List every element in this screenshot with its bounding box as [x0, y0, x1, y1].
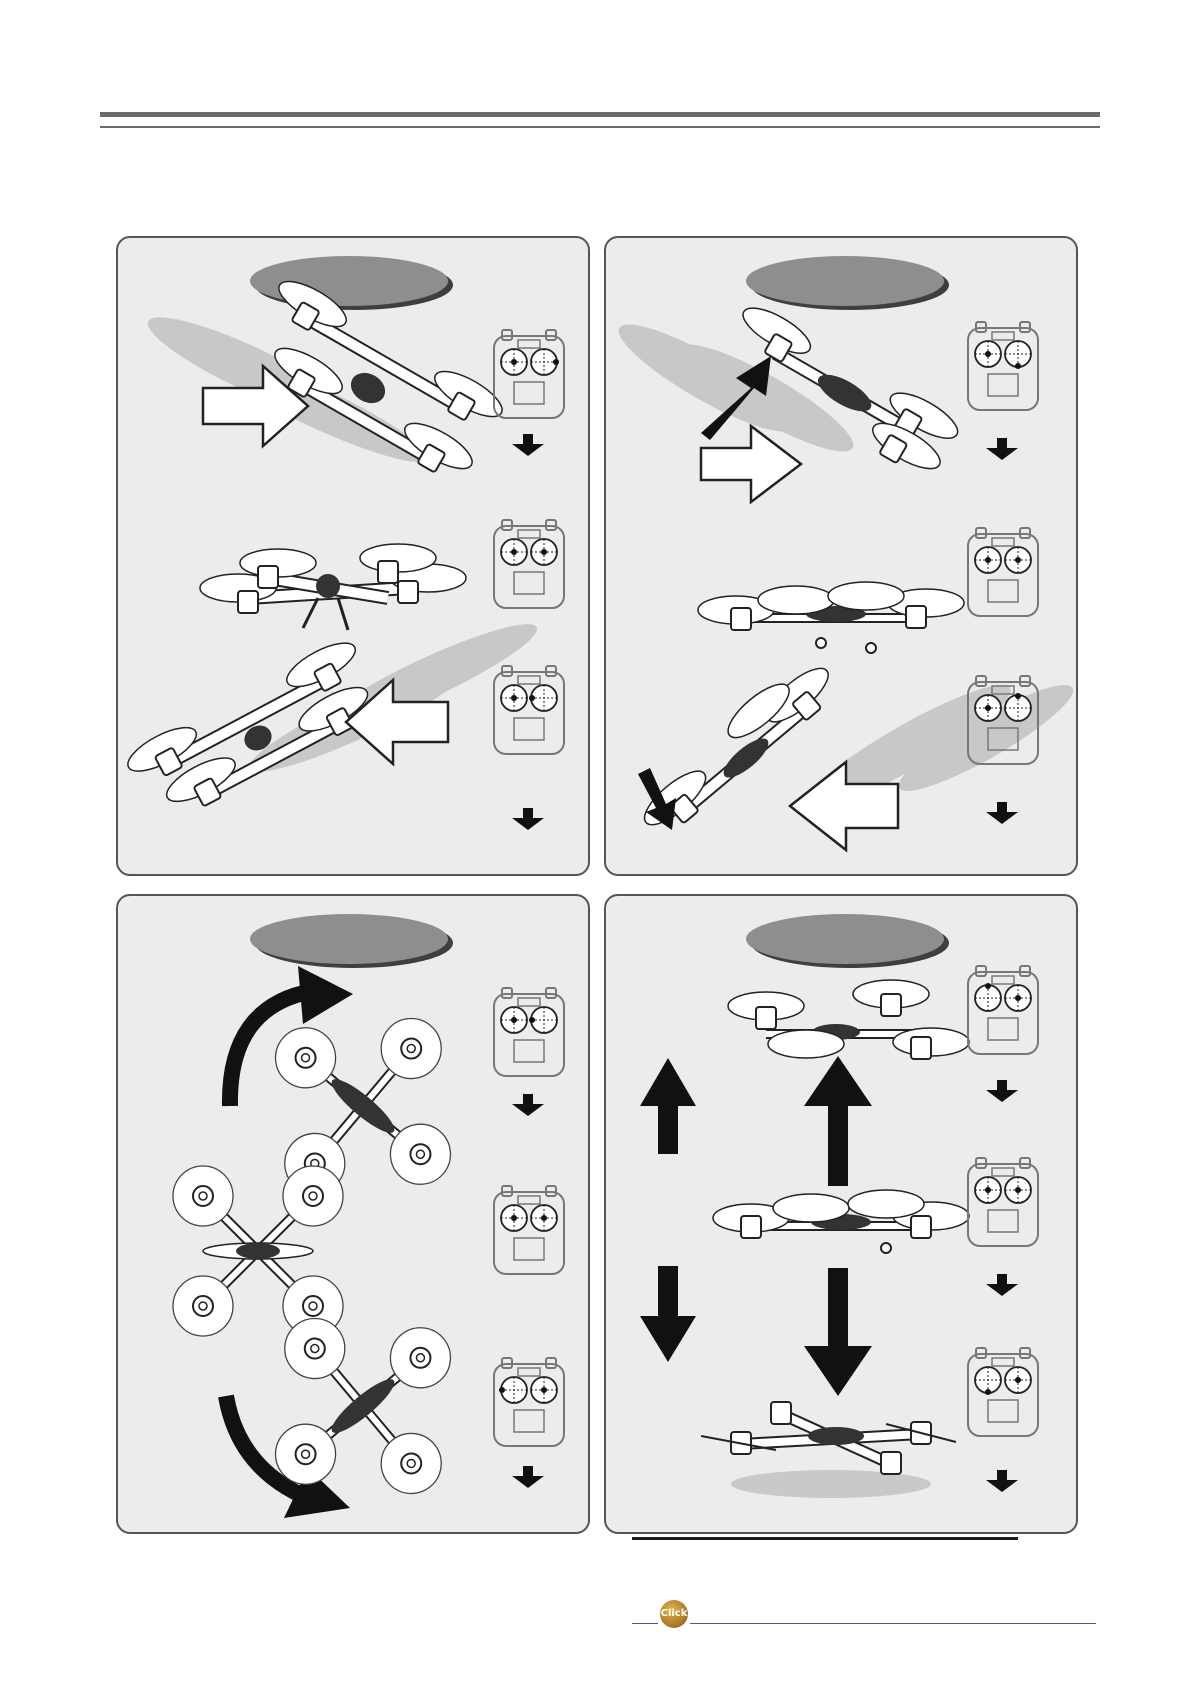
panel-4-illustration [606, 896, 1078, 1534]
step-arrow-1 [986, 438, 1018, 460]
transmitter-3 [968, 1348, 1038, 1436]
footer-rule-left [632, 1623, 658, 1624]
drone-ascend [728, 980, 969, 1059]
drone-yaw-left [215, 1258, 511, 1534]
panel-3-illustration [118, 896, 590, 1534]
panel-yaw [116, 894, 590, 1534]
transmitter-1 [968, 322, 1038, 410]
transmitter-2 [494, 1186, 564, 1274]
transmitter-2 [968, 1158, 1038, 1246]
panel-pitch [604, 236, 1078, 876]
transmitter-3 [494, 666, 564, 754]
panel-1-illustration [118, 238, 590, 876]
step-arrow-1 [512, 434, 544, 456]
drone-hover [713, 1190, 969, 1253]
step-arrow-2 [986, 1274, 1018, 1296]
panel-2-illustration [606, 238, 1078, 876]
drone-descend [701, 1402, 956, 1498]
panel-roll [116, 236, 590, 876]
header-rule-thick [100, 112, 1100, 117]
transmitter-3 [494, 1358, 564, 1446]
transmitter-2 [968, 528, 1038, 616]
step-arrow-1 [986, 1080, 1018, 1102]
footer-rule [690, 1623, 1096, 1624]
transmitter-1 [494, 988, 564, 1076]
panel-bottom-rule [632, 1537, 1018, 1540]
step-arrow-3 [986, 1470, 1018, 1492]
click-icon[interactable]: Click [660, 1600, 688, 1628]
step-arrow-1 [512, 1094, 544, 1116]
drone-yaw-neutral [173, 1166, 343, 1336]
drone-level [200, 544, 466, 630]
step-arrow-2 [986, 802, 1018, 824]
drone-level [698, 582, 964, 653]
header-rule-thin [100, 126, 1100, 128]
transmitter-2 [494, 520, 564, 608]
drone-yaw-right [215, 958, 511, 1254]
transmitter-1 [968, 966, 1038, 1054]
transmitter-1 [494, 330, 564, 418]
panel-throttle [604, 894, 1078, 1534]
step-arrow-2 [512, 808, 544, 830]
step-arrow-2 [512, 1466, 544, 1488]
